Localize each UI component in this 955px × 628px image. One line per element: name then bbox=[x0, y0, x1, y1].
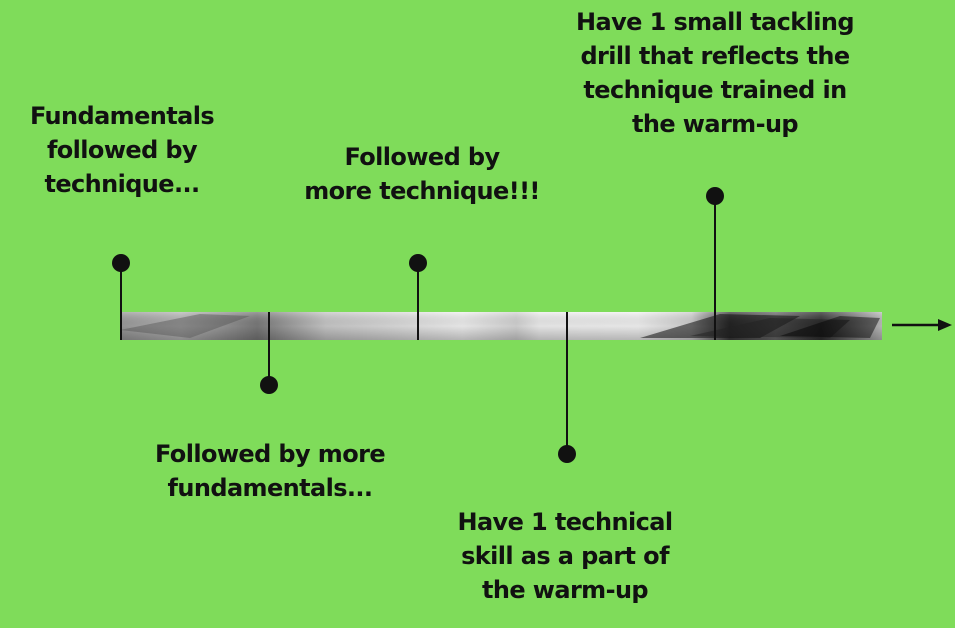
milestone-label-more-technique: Followed by more technique!!! bbox=[272, 140, 572, 208]
milestone-dot bbox=[409, 254, 427, 272]
milestone-dot bbox=[558, 445, 576, 463]
milestone-dot bbox=[112, 254, 130, 272]
timeline-strip bbox=[120, 312, 882, 340]
milestone-label-technical-skill-warmup: Have 1 technical skill as a part of the … bbox=[415, 505, 715, 607]
milestone-dot bbox=[706, 187, 724, 205]
milestone-label-more-fundamentals: Followed by more fundamentals... bbox=[120, 437, 420, 505]
milestone-dot bbox=[260, 376, 278, 394]
milestone-label-tackling-drill: Have 1 small tackling drill that reflect… bbox=[540, 5, 890, 141]
milestone-label-fundamentals-technique: Fundamentals followed by technique... bbox=[10, 99, 234, 201]
